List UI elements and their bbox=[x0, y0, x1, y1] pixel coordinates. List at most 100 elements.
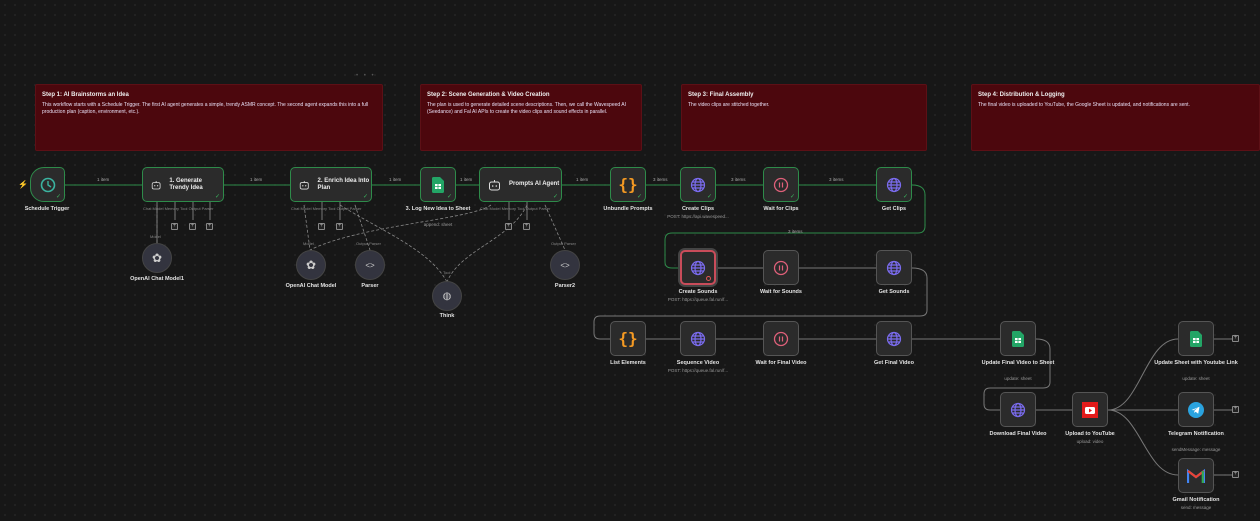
code-icon: <> bbox=[560, 260, 570, 270]
add-tool-button[interactable]: + bbox=[189, 223, 196, 230]
node-create-clips[interactable]: ✓ bbox=[680, 167, 716, 202]
port-label: Output Parser bbox=[551, 241, 576, 246]
node-update-link[interactable] bbox=[1178, 321, 1214, 356]
robot-icon bbox=[151, 180, 161, 189]
node-label: Create Sounds bbox=[678, 289, 718, 295]
port-label: Tool bbox=[443, 270, 451, 275]
add-memory-button[interactable]: + bbox=[318, 223, 325, 230]
node-get-final[interactable] bbox=[876, 321, 912, 356]
node-label: Wait for Sounds bbox=[760, 289, 802, 295]
node-schedule-trigger[interactable]: ✓ bbox=[30, 167, 65, 202]
port-label: Chat Model Memory Tool Output Parser bbox=[291, 206, 362, 211]
node-youtube[interactable] bbox=[1072, 392, 1108, 427]
edge-label: 3 items bbox=[788, 229, 803, 234]
node-update-final[interactable] bbox=[1000, 321, 1036, 356]
node-gmail[interactable] bbox=[1178, 458, 1214, 493]
node-label: Parser2 bbox=[554, 283, 576, 289]
globe-icon bbox=[690, 177, 706, 193]
edge-label: 1 item bbox=[460, 177, 473, 182]
note-title: Step 2: Scene Generation & Video Creatio… bbox=[427, 92, 550, 98]
code-icon: <> bbox=[365, 260, 375, 270]
node-telegram[interactable] bbox=[1178, 392, 1214, 427]
node-wait-final[interactable] bbox=[763, 321, 799, 356]
node-enrich-idea[interactable]: 2. Enrich Idea Into Plan✓ bbox=[290, 167, 372, 202]
node-label: Create Clips bbox=[681, 206, 715, 212]
robot-icon bbox=[299, 180, 309, 189]
node-unbundle[interactable]: {}✓ bbox=[610, 167, 646, 202]
google-sheets-icon bbox=[1190, 330, 1202, 347]
globe-icon bbox=[690, 331, 706, 347]
node-openai-chat-model[interactable]: ✿ bbox=[296, 250, 326, 280]
youtube-icon bbox=[1082, 401, 1098, 418]
node-wait-clips[interactable]: ✓ bbox=[763, 167, 799, 202]
add-memory-button[interactable]: + bbox=[171, 223, 178, 230]
node-label: Get Sounds bbox=[878, 289, 910, 295]
node-subtitle: update: sheet bbox=[1004, 376, 1032, 381]
globe-icon bbox=[886, 177, 902, 193]
node-get-clips[interactable]: ✓ bbox=[876, 167, 912, 202]
node-download[interactable] bbox=[1000, 392, 1036, 427]
node-label: OpenAI Chat Model bbox=[285, 283, 337, 289]
node-label: Schedule Trigger bbox=[24, 206, 70, 212]
add-node-button[interactable]: + bbox=[1232, 335, 1239, 342]
openai-icon: ✿ bbox=[151, 251, 163, 265]
edge bbox=[1107, 409, 1179, 476]
node-think[interactable]: ◍ bbox=[432, 281, 462, 311]
node-parser2[interactable]: <> bbox=[550, 250, 580, 280]
node-label: Wait for Final Video bbox=[755, 360, 807, 366]
node-parser[interactable]: <> bbox=[355, 250, 385, 280]
node-title: 2. Enrich Idea Into Plan bbox=[317, 177, 370, 191]
add-tool-button[interactable]: + bbox=[336, 223, 343, 230]
globe-icon bbox=[886, 260, 902, 276]
node-subtitle: POST: https://queue.fal.run/f... bbox=[667, 368, 729, 373]
globe-icon bbox=[690, 260, 706, 276]
edge-tool bbox=[446, 204, 528, 283]
node-label: Unbundle Prompts bbox=[603, 206, 653, 212]
note-body: The plan is used to generate detailed sc… bbox=[427, 102, 627, 115]
note-title: Step 1: AI Brainstorms an Idea bbox=[42, 92, 129, 98]
trigger-bolt-icon: ⚡ bbox=[18, 180, 28, 189]
node-label: Get Clips bbox=[881, 206, 907, 212]
edge-tool bbox=[339, 204, 448, 283]
node-subtitle: sendMessage: message bbox=[1171, 447, 1221, 452]
canvas-dots: • • • bbox=[356, 73, 376, 79]
add-parser-button[interactable]: + bbox=[206, 223, 213, 230]
globe-icon bbox=[886, 331, 902, 347]
node-prompts-ai-agent[interactable]: Prompts AI Agent✓ bbox=[479, 167, 562, 202]
edge-label: 3 items bbox=[829, 177, 844, 182]
edge-model bbox=[309, 204, 492, 251]
node-log[interactable]: ✓ bbox=[420, 167, 456, 202]
add-memory-button[interactable]: + bbox=[505, 223, 512, 230]
edge bbox=[664, 184, 926, 269]
edge-label: 1 item bbox=[576, 177, 589, 182]
brain-icon: ◍ bbox=[442, 290, 452, 302]
edge-parser bbox=[354, 204, 371, 251]
node-label: Telegram Notification bbox=[1168, 431, 1224, 437]
node-label: Get Final Video bbox=[874, 360, 914, 366]
add-node-button[interactable]: + bbox=[1232, 406, 1239, 413]
node-label: Sequence Video bbox=[676, 360, 720, 366]
edge-label: 3 items bbox=[731, 177, 746, 182]
note-body: The video clips are stitched together. bbox=[688, 102, 770, 108]
node-generate-trendy-idea[interactable]: 1. Generate Trendy Idea✓ bbox=[142, 167, 224, 202]
node-list[interactable]: {} bbox=[610, 321, 646, 356]
telegram-icon bbox=[1188, 401, 1204, 418]
add-node-button[interactable]: + bbox=[1232, 471, 1239, 478]
globe-icon bbox=[1010, 402, 1026, 418]
node-sequence[interactable] bbox=[680, 321, 716, 356]
node-openai-chat-model1[interactable]: ✿ bbox=[142, 243, 172, 273]
node-wait-sounds[interactable] bbox=[763, 250, 799, 285]
pause-icon bbox=[773, 331, 789, 347]
sticky-note-step2[interactable]: Step 2: Scene Generation & Video Creatio… bbox=[420, 84, 642, 151]
node-label: Wait for Clips bbox=[763, 206, 799, 212]
node-create-sounds[interactable] bbox=[680, 250, 716, 285]
edge-label: 1 item bbox=[97, 177, 110, 182]
gmail-icon bbox=[1187, 468, 1205, 483]
node-get-sounds[interactable] bbox=[876, 250, 912, 285]
edge bbox=[1214, 338, 1232, 476]
add-tool-button[interactable]: + bbox=[523, 223, 530, 230]
port-label: Model bbox=[303, 241, 314, 246]
